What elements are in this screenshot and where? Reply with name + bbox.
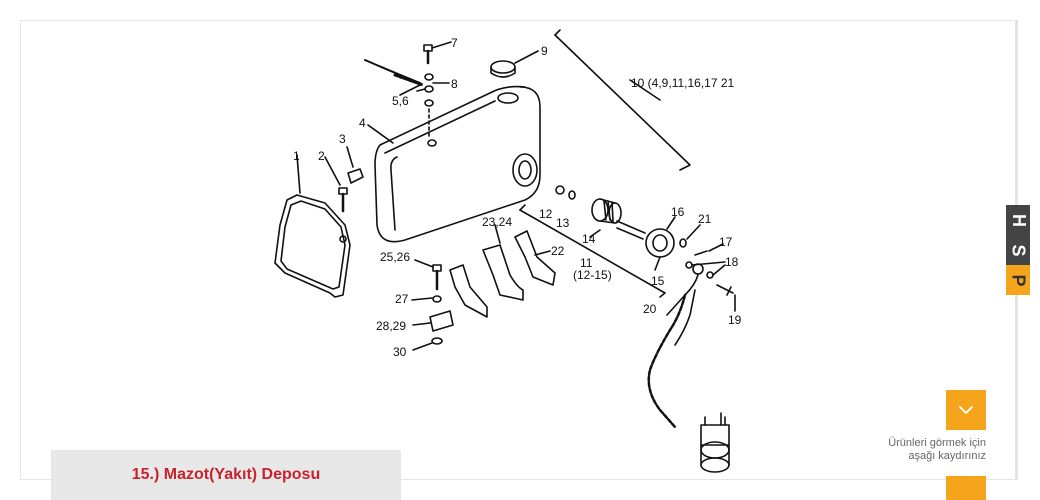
parts-diagram: 1 2 3 4 5,6 7 8 9 10 (4,9,11,16,17 21 11… [274,29,742,473]
brand-letter-p: P [1006,265,1030,295]
mount-brackets [449,224,556,318]
label-25-26: 25,26 [380,250,410,264]
label-22: 22 [551,244,565,258]
scroll-hint-line1: Ürünleri görmek için [888,437,986,449]
label-12: 12 [539,207,553,221]
product-title-box: 15.) Mazot(Yakıt) Deposu [51,450,401,500]
label-30: 30 [393,345,407,359]
label-11: 11 [580,256,593,270]
bolt-7 [423,41,452,65]
label-10: 10 (4,9,11,16,17 21 [631,76,735,90]
scroll-down-button[interactable] [946,390,986,430]
pickup-pipe [616,216,676,271]
label-15: 15 [651,274,665,288]
content-frame [20,20,1018,480]
label-5-6: 5,6 [392,94,409,108]
fuel-cap [490,50,539,78]
label-4: 4 [359,116,366,130]
label-16: 16 [671,205,685,219]
label-21: 21 [698,212,712,226]
label-27: 27 [395,292,409,306]
label-28-29: 28,29 [376,319,406,333]
label-14: 14 [582,232,596,246]
fuel-tank [374,85,541,243]
label-18: 18 [725,255,739,269]
scroll-hint-line2: aşağı kaydırınız [908,450,986,462]
label-8: 8 [451,77,458,91]
label-1: 1 [293,149,300,163]
label-3: 3 [339,132,346,146]
brand-letter-h: H [1006,205,1030,235]
label-7: 7 [451,36,458,50]
brand-badge[interactable]: H S P [1006,205,1030,297]
label-19: 19 [728,313,742,327]
label-2: 2 [318,149,325,163]
scroll-hint: Ürünleri görmek için aşağı kaydırınız [850,437,986,463]
brand-letter-s: S [1006,235,1030,265]
label-20: 20 [643,302,657,316]
product-title: 15.) Mazot(Yakıt) Deposu [131,466,321,483]
bottom-tab[interactable] [946,476,986,500]
label-17: 17 [719,235,733,249]
chevron-down-icon [959,406,973,414]
tank-strap [274,154,351,298]
label-11-range: (12-15) [573,268,612,282]
label-13: 13 [556,216,570,230]
label-9: 9 [541,44,548,58]
filter [589,198,622,238]
fuel-sender [700,412,730,473]
label-23-24: 23,24 [482,215,512,229]
